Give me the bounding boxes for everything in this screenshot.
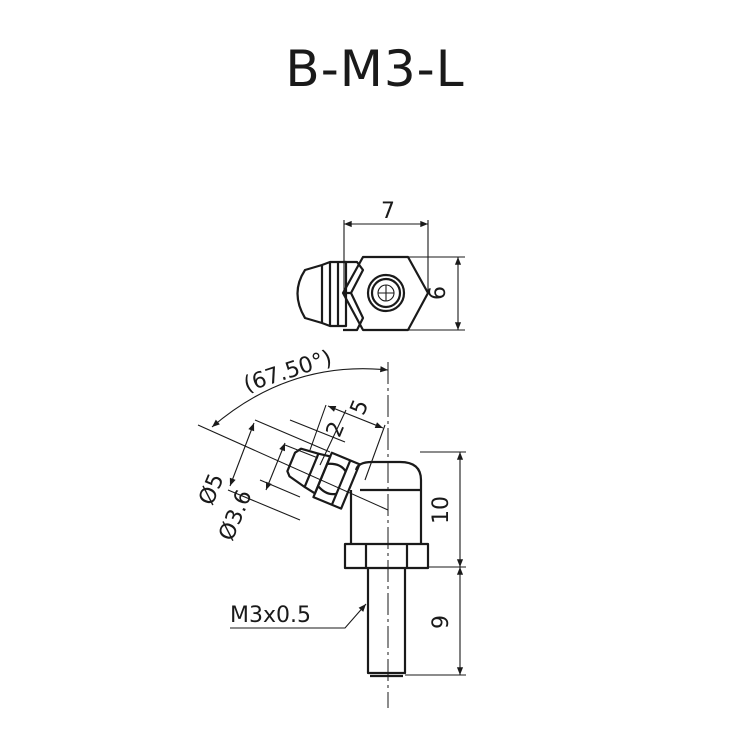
dim-top-width: 7: [381, 199, 395, 224]
page-title: B-M3-L: [285, 40, 465, 98]
threaded-shank: [366, 568, 407, 678]
top-view: 7 6: [296, 199, 465, 332]
dim-top-height: 6: [426, 286, 451, 300]
dim-angle: (67.50°): [241, 346, 335, 398]
dim-diameter-outer: Ø5: [194, 470, 229, 509]
dim-thread-length: 9: [429, 615, 454, 629]
thread-label: M3x0.5: [230, 603, 311, 628]
elbow-body: [349, 460, 423, 543]
knurled-cap: [296, 260, 348, 328]
angled-nozzle: [286, 447, 361, 510]
dim-nozzle-offset: 2: [322, 418, 350, 441]
hex-nut-side: [343, 542, 430, 570]
dim-body-height: 10: [429, 496, 454, 524]
side-view: 10 9 (67.50°) 5 2 Ø5 Ø3.6 M3x0.5: [194, 346, 466, 708]
